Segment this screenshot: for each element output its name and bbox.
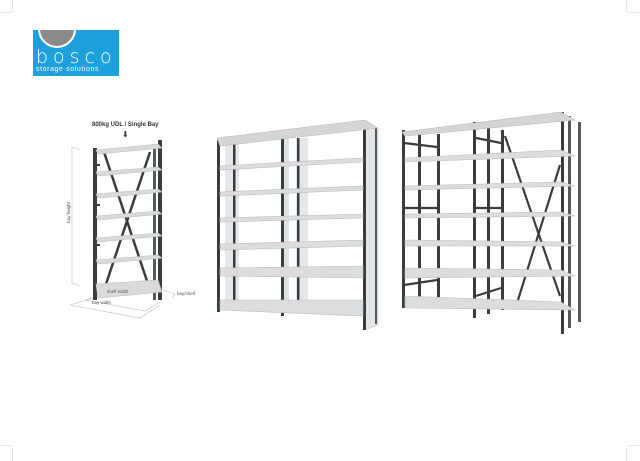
- load-rating-label: 800kg UDL / Single Bay: [92, 122, 159, 128]
- logo-brand-name: bosco: [36, 46, 117, 68]
- bay-depth-label: bay/shelf: [177, 291, 196, 296]
- crop-mark-tr-h: [628, 12, 640, 13]
- crop-mark-tl-v: [12, 0, 13, 12]
- open-frame-braced-shelving: [401, 111, 581, 334]
- crop-mark-br-h: [628, 445, 640, 446]
- bay-width-label: bay width: [92, 300, 112, 305]
- single-bay-diagram: [69, 140, 176, 319]
- closed-side-shelving: [216, 119, 379, 331]
- crop-mark-br-v: [626, 448, 627, 461]
- crop-mark-tr-v: [626, 0, 627, 12]
- crop-mark-bl-v: [12, 448, 13, 461]
- down-arrow-icon: ⬇: [122, 130, 129, 139]
- bay-height-label: bay height: [65, 202, 71, 223]
- crop-mark-bl-h: [0, 445, 12, 446]
- bosco-logo: bosco storage solutions: [33, 30, 119, 76]
- logo-tagline: storage solutions: [36, 66, 100, 73]
- crop-mark-tl-h: [0, 12, 12, 13]
- shelf-width-label: shelf width: [107, 289, 129, 294]
